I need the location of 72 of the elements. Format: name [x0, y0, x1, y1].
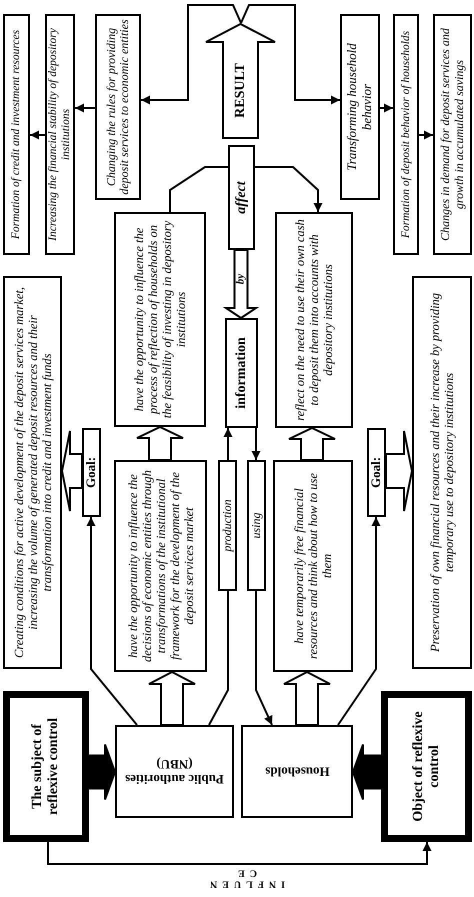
result-box — [3, 14, 30, 255]
box-label: Public authorities (NBU) — [124, 756, 225, 790]
goal-text-box — [412, 276, 472, 669]
arrow — [337, 517, 380, 726]
edge-label: INFLUEN CE — [204, 868, 286, 888]
goal-box — [82, 428, 101, 517]
arrow — [240, 4, 340, 104]
box-text: Transforming household behavior — [343, 42, 375, 173]
edge-label: by — [236, 272, 246, 286]
box-text: have temporarily free financial resources and think about how to use them — [291, 472, 335, 661]
thick-border-box — [3, 691, 89, 842]
arrow — [224, 428, 232, 460]
box-label: Goal: — [84, 456, 99, 490]
box-label: Object of reflexive control — [410, 710, 442, 824]
box-label: Goal: — [369, 456, 384, 490]
arrow — [380, 104, 393, 112]
arrow — [419, 130, 433, 140]
box-text: have the opportunity to influence the decisions of economic entities through transformations of the institutional framework for the development of the deposit services market — [124, 469, 197, 664]
block-arrow — [148, 670, 196, 726]
box-label: The subject of reflexive control — [29, 716, 62, 818]
block-arrow — [288, 426, 336, 461]
text-box — [114, 460, 207, 672]
result-box — [45, 14, 75, 255]
box-text: Formation of credit and investment resources — [9, 28, 24, 242]
process-box — [247, 460, 266, 591]
box-label: Households — [264, 764, 330, 782]
box-text: using — [249, 512, 264, 541]
arrow — [141, 4, 242, 104]
goal-box — [367, 428, 386, 517]
process-box — [225, 318, 258, 428]
arrow — [255, 591, 273, 726]
arrow — [252, 428, 260, 460]
box-text: Changes in demand for deposit services and growth in accumulated savings — [437, 27, 466, 243]
box-text: Preservation of own financial resources and their increase by providing temporary use to depository institutions — [427, 292, 457, 654]
connector-line — [169, 166, 228, 212]
arrow — [75, 104, 95, 112]
box-text: production — [220, 498, 235, 554]
block-arrow — [283, 670, 331, 726]
actor-box — [115, 725, 234, 818]
box-text: affect — [232, 180, 250, 216]
box-label: RESULT — [232, 62, 249, 120]
block-arrow — [222, 249, 260, 320]
box-text: have the opportunity to influence the process of reflection of households on the feasibility of investing in depository institutions — [131, 220, 189, 420]
goal-text-box — [3, 276, 62, 669]
box-text: Formation of deposit behavior of households — [398, 30, 413, 240]
text-box — [275, 212, 353, 428]
box-text: Changing the rules for providing deposit services to economic entities — [102, 18, 132, 197]
block-arrow — [352, 744, 382, 800]
block-arrow — [205, 23, 276, 139]
box-text: Increasing the financial stability of depository institutions — [47, 27, 73, 243]
text-box — [114, 212, 206, 427]
text-box — [273, 460, 353, 672]
actor-box — [241, 725, 353, 818]
process-box — [228, 145, 255, 250]
process-box — [218, 460, 237, 591]
result-box — [340, 14, 380, 200]
block-arrow — [385, 430, 414, 512]
result-box — [393, 14, 419, 255]
block-arrow — [136, 426, 184, 461]
box-text: Creating conditions for active development of the deposit services market, increasing the volume of generated deposit resources and their transformation into credit and investment funds — [10, 286, 55, 660]
arrow — [86, 517, 138, 726]
connector-line — [208, 591, 229, 726]
box-text: reflect on the need to use their own cash to deposit them into accounts with depository institutions — [292, 218, 336, 423]
block-arrow — [60, 430, 83, 512]
arrow — [255, 166, 322, 212]
box-label: information — [232, 336, 250, 411]
arrow — [30, 130, 45, 140]
result-box — [95, 14, 141, 200]
block-arrow — [88, 744, 116, 800]
arrow — [47, 842, 432, 865]
result-box — [433, 14, 472, 255]
thick-border-box — [381, 691, 472, 842]
